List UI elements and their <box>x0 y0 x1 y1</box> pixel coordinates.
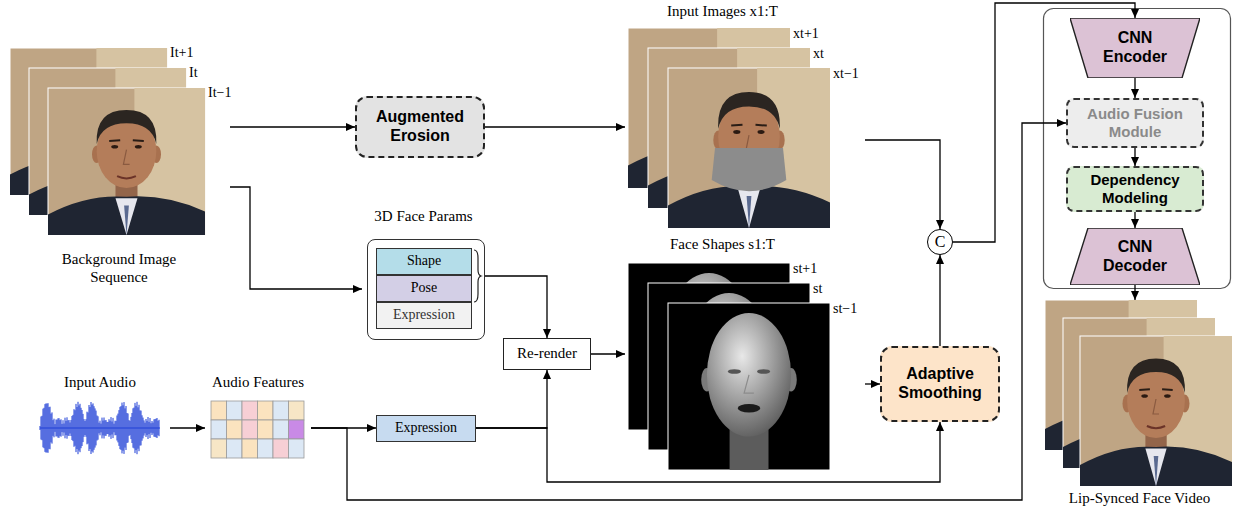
frame-label: It−1 <box>208 85 231 102</box>
box-label: CNN Decoder <box>1093 238 1177 276</box>
connector-arrow <box>1134 212 1135 228</box>
audio-waveform <box>30 398 170 458</box>
process-box: Adaptive Smoothing <box>880 346 1000 422</box>
connector-arrow <box>476 370 547 428</box>
connector-arrow <box>865 383 880 384</box>
connector-arrow <box>230 187 362 289</box>
connector-arrow <box>170 427 205 428</box>
label-slot: 3D Face Params <box>362 208 485 226</box>
connector-arrow <box>230 126 355 127</box>
connector-arrow <box>939 255 940 346</box>
audio-input: Input Audio <box>30 372 170 460</box>
label-slot: st−1 <box>833 301 857 318</box>
param-box: Pose <box>376 275 472 302</box>
box-label: Adaptive Smoothing <box>888 365 992 403</box>
image-stack <box>1043 300 1236 488</box>
caption: It+1 <box>170 45 193 62</box>
label-slot: st+1 <box>793 261 817 278</box>
caption: Input Images x1:T <box>625 3 820 21</box>
label-slot: Lip-Synced Face Video <box>1043 490 1236 508</box>
frame-label: xt+1 <box>793 26 819 43</box>
box-label: Audio Fusion Module <box>1074 105 1196 140</box>
connector-arrow <box>1134 285 1135 300</box>
caption: Face Shapes s1:T <box>625 236 820 254</box>
caption: Audio Features <box>205 374 311 392</box>
label-slot: It <box>189 65 198 82</box>
param-box: Expression <box>376 302 472 329</box>
frame-label: st <box>813 281 822 298</box>
param-group: 3D Face ParamsShapePoseExpression <box>362 208 485 340</box>
label-slot: It−1 <box>208 85 231 102</box>
frame-label: xt−1 <box>833 66 859 83</box>
label-slot: It+1 <box>170 45 193 62</box>
image-stack: Input Images x1:T xt+1 xt xt−1 <box>625 3 865 231</box>
image-stack <box>625 236 865 470</box>
process-box: Dependency Modeling <box>1066 166 1204 212</box>
box-label: C <box>935 233 946 252</box>
decoder-trapezoid: CNN Decoder <box>1070 228 1200 285</box>
label-slot: Input Audio <box>30 374 170 392</box>
box-label: Augmented Erosion <box>363 108 477 146</box>
feature-grid <box>210 400 306 460</box>
frame-label: It <box>189 65 198 82</box>
box-label: CNN Encoder <box>1093 29 1177 67</box>
process-box: Re-render <box>503 338 591 370</box>
label-slot: xt+1 <box>793 26 819 43</box>
frame-label: xt <box>813 46 824 63</box>
process-box: Augmented Erosion <box>355 96 485 158</box>
label-slot: xt−1 <box>833 66 859 83</box>
label-slot: Input Images x1:T <box>625 3 820 21</box>
frame-label: st+1 <box>793 261 817 278</box>
box-label: Pose <box>411 280 437 297</box>
connector-arrow <box>485 126 625 127</box>
caption: Background Image Sequence <box>44 251 194 286</box>
connector-arrow <box>485 276 547 338</box>
label-slot: Background Image Sequence <box>44 251 194 286</box>
box-label: Expression <box>393 307 455 324</box>
feature-grid-block: Audio Features <box>205 372 311 460</box>
connector-arrow <box>1134 78 1135 98</box>
label-slot: xt <box>813 46 824 63</box>
caption: Input Audio <box>30 374 170 392</box>
image-stack: Face Shapes s1:T st+1 st st−1 <box>625 236 865 472</box>
frame-label: st−1 <box>833 301 857 318</box>
caption: 3D Face Params <box>362 208 485 226</box>
concat-circle: C <box>927 229 953 255</box>
param-box: Expression <box>376 415 476 442</box>
process-box: Audio Fusion Module <box>1066 98 1204 148</box>
image-stack: Lip-Synced Face Video <box>1043 300 1236 510</box>
encoder-trapezoid: CNN Encoder <box>1070 18 1200 78</box>
param-box: Shape <box>376 248 472 275</box>
box-label: Dependency Modeling <box>1074 171 1196 206</box>
box-label: Re-render <box>517 345 577 363</box>
label-slot: st <box>813 281 822 298</box>
box-label: Shape <box>407 253 441 270</box>
label-slot: Face Shapes s1:T <box>625 236 820 254</box>
image-stack: It+1ItIt−1Background Image Sequence <box>8 45 230 295</box>
connector-arrow <box>1134 148 1135 166</box>
label-slot: Audio Features <box>205 374 311 392</box>
box-label: Expression <box>395 420 457 437</box>
image-stack <box>625 3 865 229</box>
connector-arrow <box>865 140 940 229</box>
caption: Lip-Synced Face Video <box>1043 490 1236 508</box>
connector-arrow <box>591 353 625 354</box>
